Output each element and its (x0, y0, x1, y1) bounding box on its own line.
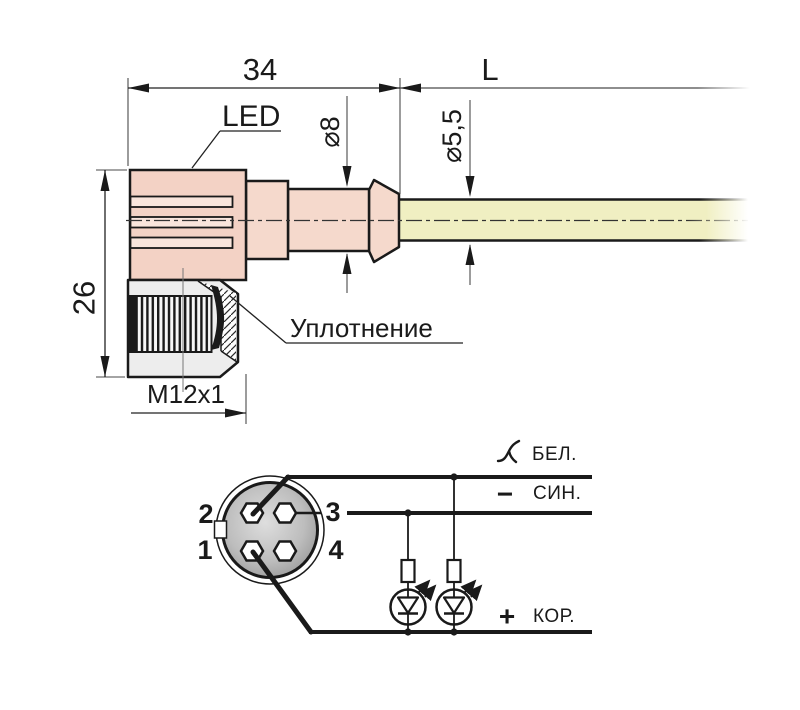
wire-label-white: БЕЛ. (532, 444, 577, 465)
led-callout: LED (191, 100, 281, 169)
dim-26: 26 (67, 169, 127, 378)
wiring-diagram: 2 1 3 4 (197, 439, 592, 636)
dim-dia55-value: ⌀5,5 (437, 109, 467, 163)
seal-hatch (198, 281, 236, 361)
housing-grooves (129, 195, 234, 249)
pin-label-4: 4 (328, 535, 343, 565)
thread-knurl (128, 295, 213, 353)
dim-L-value: L (481, 52, 498, 87)
pin-contact-4 (272, 540, 298, 562)
switch-output-icon (496, 439, 521, 464)
wire-brown-diagonal (250, 549, 314, 635)
pin-label-1: 1 (197, 535, 212, 565)
keyway-notch (213, 520, 228, 539)
pin-contact-3 (272, 502, 298, 524)
thread-label: M12x1 (147, 379, 225, 409)
seal-callout: Уплотнение (229, 295, 463, 344)
light-arrow (420, 584, 437, 602)
dim-L: L (400, 52, 750, 93)
dim-dia55: ⌀5,5 (437, 100, 475, 285)
dim-dia8: ⌀8 (315, 96, 352, 293)
dim-34: 34 (127, 52, 401, 194)
light-arrow (460, 579, 477, 597)
dim-dia8-value: ⌀8 (315, 116, 345, 147)
dim-34-value: 34 (243, 52, 277, 87)
dim-26-value: 26 (67, 281, 102, 315)
seal-label: Уплотнение (290, 313, 433, 343)
pin-label-3: 3 (325, 497, 340, 527)
connector-face: 2 1 3 4 (197, 475, 344, 585)
resistor-1 (400, 558, 416, 584)
led-branch-2 (435, 477, 483, 632)
pin-label-2: 2 (198, 499, 213, 529)
light-arrow (466, 584, 483, 602)
part-drawing: 34 L 26 ⌀8 (67, 52, 750, 424)
led-branch-1 (389, 513, 437, 632)
light-arrow (414, 579, 431, 597)
coupling-nut (126, 268, 240, 392)
resistor-2 (446, 558, 462, 584)
junction-dots (404, 473, 458, 636)
plus-symbol: + (499, 601, 515, 632)
wire-white-diagonal (250, 474, 291, 517)
wire-labels: БЕЛ. − СИН. + КОР. (496, 439, 581, 632)
led-label: LED (222, 100, 280, 133)
seal-band (211, 285, 225, 350)
minus-symbol: − (497, 479, 513, 510)
thread-callout: M12x1 (131, 374, 247, 424)
wire-label-blue: СИН. (533, 483, 581, 504)
wire-label-brown: КОР. (533, 606, 575, 627)
